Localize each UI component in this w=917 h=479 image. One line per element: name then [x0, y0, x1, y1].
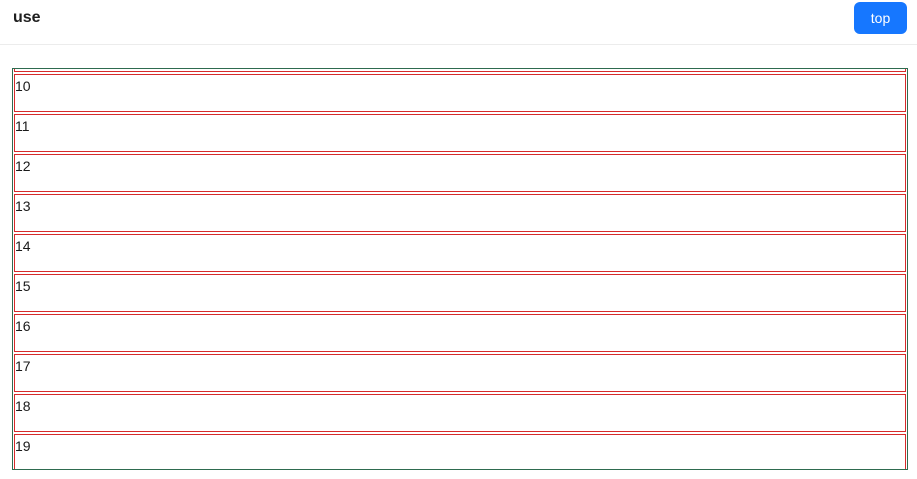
list-item: 10 — [14, 74, 906, 112]
list-item: 12 — [14, 154, 906, 192]
top-button[interactable]: top — [854, 2, 907, 34]
list: 9 10 11 12 13 14 15 16 17 18 19 — [14, 69, 906, 469]
list-item: 18 — [14, 394, 906, 432]
list-item: 16 — [14, 314, 906, 352]
list-item: 9 — [14, 69, 906, 72]
list-item: 17 — [14, 354, 906, 392]
list-item: 14 — [14, 234, 906, 272]
header-bar: use top — [0, 0, 917, 45]
list-item: 13 — [14, 194, 906, 232]
list-item: 15 — [14, 274, 906, 312]
page-title: use — [13, 9, 41, 26]
list-item: 11 — [14, 114, 906, 152]
virtual-list-container[interactable]: 9 10 11 12 13 14 15 16 17 18 19 — [12, 68, 908, 470]
list-item: 19 — [14, 434, 906, 469]
